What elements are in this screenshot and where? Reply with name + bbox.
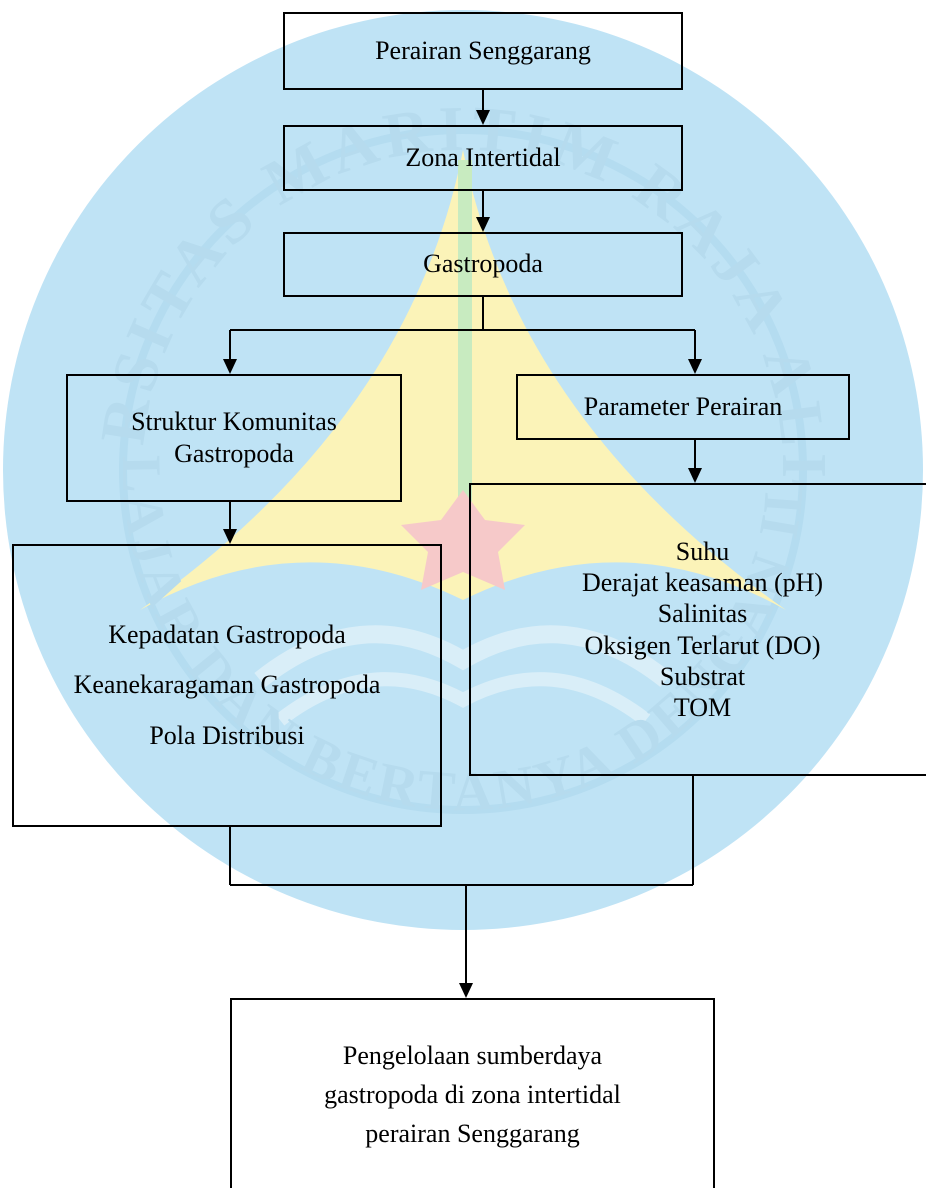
arrow-to-mgmt bbox=[459, 983, 473, 998]
arrow-to-struct bbox=[223, 359, 237, 374]
management-line-3: perairan Senggarang bbox=[365, 1118, 580, 1148]
management-line-2: gastropoda di zona intertidal bbox=[324, 1079, 621, 1109]
arrowheads bbox=[223, 110, 702, 998]
metric-distribution: Pola Distribusi bbox=[149, 720, 305, 750]
parameter-list-box: Suhu Derajat keasaman (pH) Salinitas Oks… bbox=[469, 483, 926, 776]
parameter-salinity: Salinitas bbox=[657, 599, 748, 629]
arrow-to-list bbox=[688, 468, 702, 483]
organism-box: Gastropoda bbox=[283, 232, 683, 297]
metric-density: Kepadatan Gastropoda bbox=[108, 619, 346, 649]
community-structure-box: Struktur Komunitas Gastropoda bbox=[66, 374, 402, 502]
parameter-do: Oksigen Terlarut (DO) bbox=[584, 630, 821, 660]
management-box: Pengelolaan sumberdaya gastropoda di zon… bbox=[230, 998, 715, 1188]
watermark-inner-ring bbox=[119, 126, 807, 814]
community-structure-line-2: Gastropoda bbox=[174, 439, 294, 468]
water-parameters-label: Parameter Perairan bbox=[583, 391, 783, 421]
arrow-to-param bbox=[688, 359, 702, 374]
watermark-wave-2 bbox=[275, 672, 651, 726]
arrow-to-gastro bbox=[476, 217, 490, 232]
zone-label: Zona Intertidal bbox=[405, 142, 561, 172]
arrow-to-metrics bbox=[223, 529, 237, 544]
watermark-spine bbox=[458, 160, 472, 520]
parameter-ph: Derajat keasaman (pH) bbox=[581, 568, 824, 598]
community-structure-line-1: Struktur Komunitas bbox=[131, 406, 337, 436]
source-label: Perairan Senggarang bbox=[375, 35, 591, 65]
water-parameters-box: Parameter Perairan bbox=[516, 374, 850, 440]
metric-diversity: Keanekaragaman Gastropoda bbox=[73, 670, 381, 700]
connectors bbox=[229, 90, 696, 984]
arrow-to-zone bbox=[476, 110, 490, 125]
parameter-substrate: Substrat bbox=[659, 661, 746, 691]
watermark-star bbox=[401, 490, 525, 590]
watermark-wave-1 bbox=[254, 625, 672, 688]
source-box: Perairan Senggarang bbox=[283, 12, 683, 90]
parameter-tom: TOM bbox=[673, 692, 732, 722]
community-metrics-box: Kepadatan Gastropoda Keanekaragaman Gast… bbox=[12, 544, 442, 827]
parameter-temperature: Suhu bbox=[675, 536, 730, 566]
organism-label: Gastropoda bbox=[423, 249, 543, 279]
management-line-1: Pengelolaan sumberdaya bbox=[342, 1040, 603, 1070]
zone-box: Zona Intertidal bbox=[283, 125, 683, 191]
